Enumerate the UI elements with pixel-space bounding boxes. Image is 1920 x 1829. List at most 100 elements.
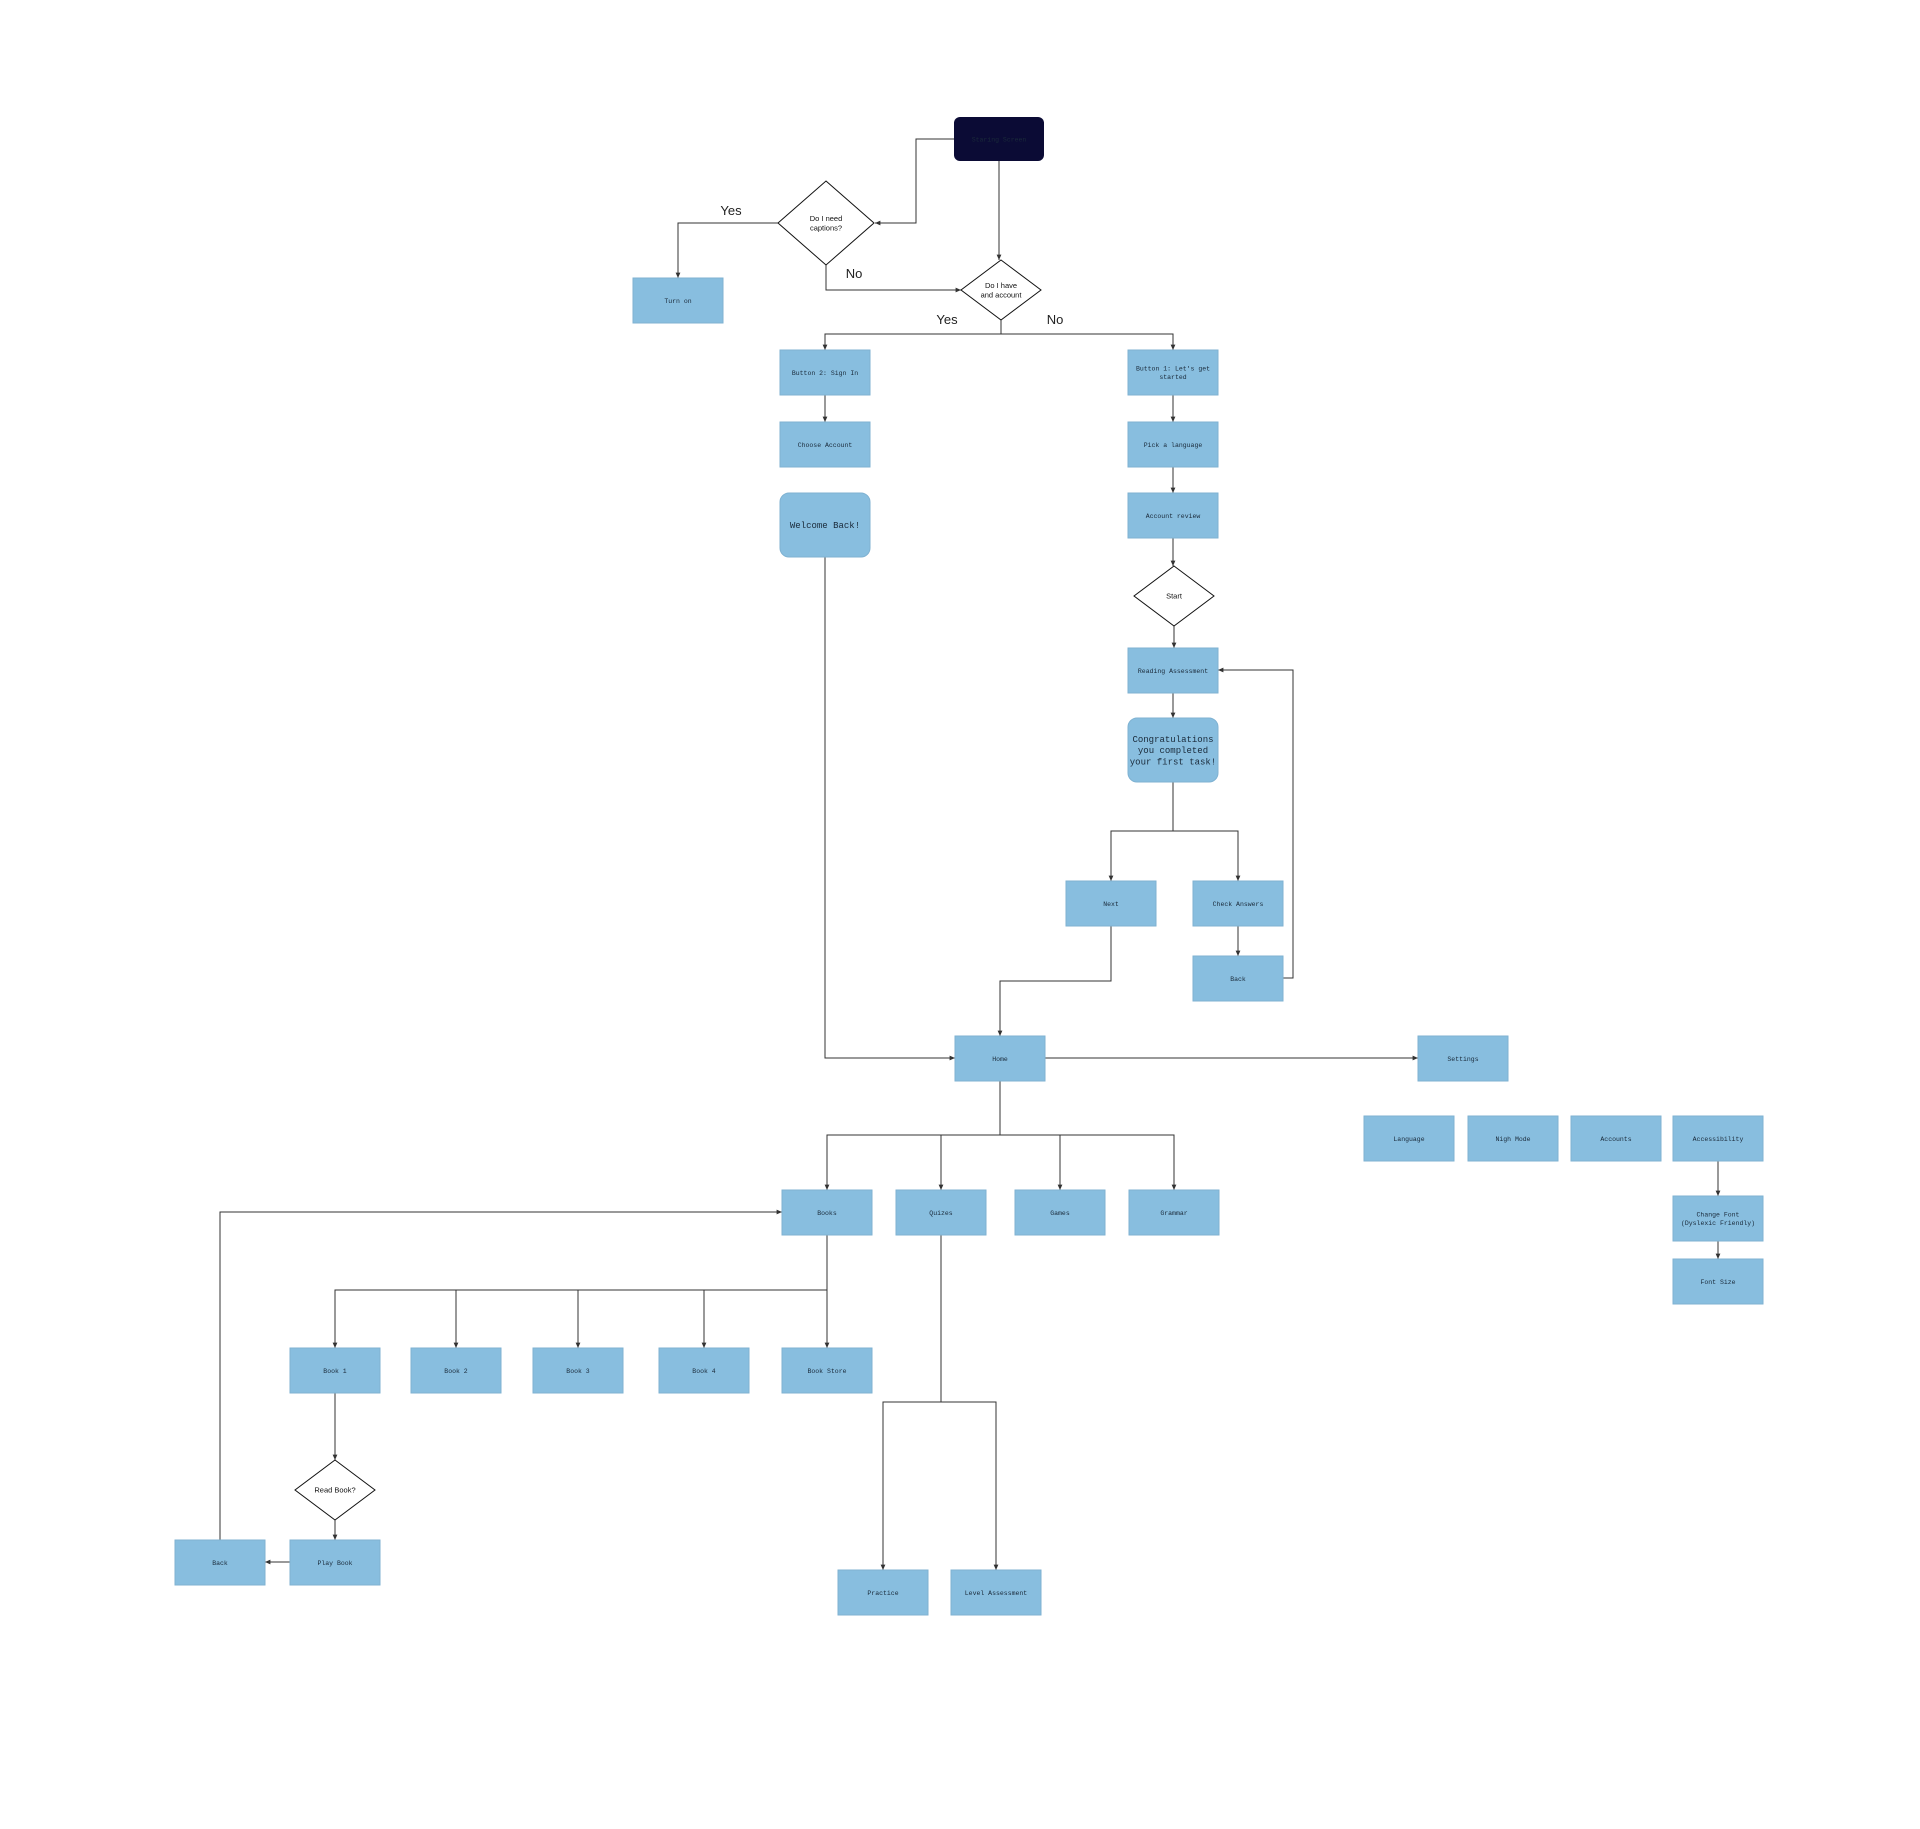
node-language[interactable]: Language: [1363, 1115, 1455, 1162]
starting-screen-label: Staring Screen: [972, 136, 1027, 143]
night-mode-label: Nigh Mode: [1495, 1136, 1530, 1143]
node-welcome-back[interactable]: Welcome Back!: [779, 492, 871, 558]
starting-screen-shape: [954, 117, 1044, 161]
pick-language-label: Pick a language: [1144, 442, 1203, 449]
node-night-mode[interactable]: Nigh Mode: [1467, 1115, 1559, 1162]
node-back-book[interactable]: Back: [174, 1539, 266, 1586]
home-shape: [954, 1035, 1046, 1082]
node-account-review[interactable]: Account review: [1127, 492, 1219, 539]
accounts-shape: [1570, 1115, 1662, 1162]
edge-3: [825, 265, 961, 293]
account-review-label: Account review: [1146, 513, 1201, 520]
edge-34: [880, 1235, 942, 1570]
books-label: Books: [817, 1210, 837, 1217]
node-read-book[interactable]: Read Book?: [294, 1459, 376, 1521]
edge-0: [875, 138, 954, 226]
edge-2: [675, 222, 778, 278]
grammar-shape: [1128, 1189, 1220, 1236]
node-quizzes[interactable]: Quizes: [895, 1189, 987, 1236]
grammar-label: Grammar: [1160, 1210, 1187, 1217]
turn-on-shape: [632, 277, 724, 324]
edge-35: [941, 1401, 999, 1570]
games-label: Games: [1050, 1210, 1070, 1217]
node-book3[interactable]: Book 3: [532, 1347, 624, 1394]
back-book-label: Back: [212, 1560, 228, 1567]
have-account-label-1: Do I have: [985, 281, 1017, 290]
edges-layer: [219, 138, 1721, 1570]
font-size-label: Font Size: [1700, 1279, 1735, 1286]
settings-label: Settings: [1447, 1056, 1478, 1063]
node-next[interactable]: Next: [1065, 880, 1157, 927]
practice-shape: [837, 1569, 929, 1616]
book3-shape: [532, 1347, 624, 1394]
sign-in-label: Button 2: Sign In: [792, 370, 858, 377]
level-assessment-label: Level Assessment: [965, 1590, 1028, 1597]
node-books[interactable]: Books: [781, 1189, 873, 1236]
change-font-shape: [1672, 1195, 1764, 1242]
edge-label-account-no: No: [1047, 312, 1064, 327]
accessibility-label: Accessibility: [1693, 1136, 1744, 1143]
sign-in-shape: [779, 349, 871, 396]
congratulations-label-2: you completed: [1138, 746, 1208, 756]
book4-label: Book 4: [692, 1368, 716, 1375]
quizzes-shape: [895, 1189, 987, 1236]
edge-13: [1173, 830, 1241, 881]
congratulations-label-1: Congratulations: [1132, 735, 1213, 745]
node-starting-screen[interactable]: Staring Screen: [954, 117, 1044, 161]
node-book2[interactable]: Book 2: [410, 1347, 502, 1394]
node-settings[interactable]: Settings: [1417, 1035, 1509, 1082]
play-book-shape: [289, 1539, 381, 1586]
start-label: Start: [1166, 592, 1183, 601]
node-choose-account[interactable]: Choose Account: [779, 421, 871, 468]
node-sign-in[interactable]: Button 2: Sign In: [779, 349, 871, 396]
node-check-answers[interactable]: Check Answers: [1192, 880, 1284, 927]
node-level-assessment[interactable]: Level Assessment: [950, 1569, 1042, 1616]
need-captions-shape: [777, 180, 875, 266]
edge-label-account-yes: Yes: [936, 312, 958, 327]
accessibility-shape: [1672, 1115, 1764, 1162]
node-games[interactable]: Games: [1014, 1189, 1106, 1236]
practice-label: Practice: [867, 1590, 898, 1597]
node-back-check[interactable]: Back: [1192, 955, 1284, 1002]
node-home[interactable]: Home: [954, 1035, 1046, 1082]
node-book1[interactable]: Book 1: [289, 1347, 381, 1394]
next-label: Next: [1103, 901, 1119, 908]
edge-label-captions-no: No: [846, 266, 863, 281]
node-pick-language[interactable]: Pick a language: [1127, 421, 1219, 468]
edge-12: [1108, 782, 1174, 881]
back-book-shape: [174, 1539, 266, 1586]
play-book-label: Play Book: [317, 1560, 352, 1567]
read-book-shape: [294, 1459, 376, 1521]
node-reading-assessment[interactable]: Reading Assessment: [1127, 647, 1219, 694]
node-start[interactable]: Start: [1133, 565, 1215, 627]
read-book-label: Read Book?: [314, 1486, 355, 1495]
node-book-store[interactable]: Book Store: [781, 1347, 873, 1394]
book4-shape: [658, 1347, 750, 1394]
start-shape: [1133, 565, 1215, 627]
node-font-size[interactable]: Font Size: [1672, 1258, 1764, 1305]
node-play-book[interactable]: Play Book: [289, 1539, 381, 1586]
reading-assessment-label: Reading Assessment: [1138, 668, 1208, 675]
pick-language-shape: [1127, 421, 1219, 468]
level-assessment-shape: [950, 1569, 1042, 1616]
edge-16: [997, 926, 1112, 1036]
edge-4: [822, 320, 1002, 350]
node-book4[interactable]: Book 4: [658, 1347, 750, 1394]
need-captions-label-2: captions?: [810, 223, 842, 232]
edge-19: [824, 1081, 1001, 1190]
node-change-font[interactable]: Change Font(Dyslexic Friendly): [1672, 1195, 1764, 1242]
get-started-label-2: started: [1159, 374, 1186, 381]
node-practice[interactable]: Practice: [837, 1569, 929, 1616]
node-accounts[interactable]: Accounts: [1570, 1115, 1662, 1162]
night-mode-shape: [1467, 1115, 1559, 1162]
node-turn-on[interactable]: Turn on: [632, 277, 724, 324]
have-account-shape: [960, 259, 1042, 321]
node-accessibility[interactable]: Accessibility: [1672, 1115, 1764, 1162]
node-grammar[interactable]: Grammar: [1128, 1189, 1220, 1236]
